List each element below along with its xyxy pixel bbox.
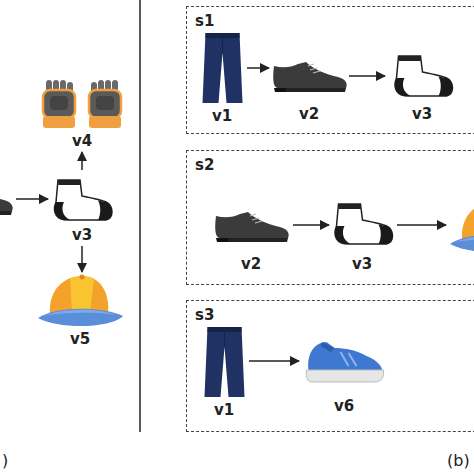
icon-area xyxy=(52,172,112,226)
icon-area xyxy=(211,195,291,255)
sock-icon xyxy=(335,204,393,244)
sequence-box: s3 v1 v6 xyxy=(186,300,474,432)
arrow-connector xyxy=(293,224,329,226)
item-label: v1 xyxy=(201,401,247,419)
arrow-connector xyxy=(349,75,385,77)
item-node: v6 xyxy=(301,321,387,415)
arrow-line xyxy=(397,224,446,226)
sequence-label: s1 xyxy=(195,12,214,30)
sock-icon xyxy=(55,180,113,220)
shoe-icon xyxy=(273,62,347,92)
item-node: v3 xyxy=(387,47,457,123)
panel-label: ) xyxy=(2,452,8,470)
item-node: v3 xyxy=(52,172,112,244)
cap-icon xyxy=(38,275,123,327)
item-node: v1 xyxy=(199,29,245,125)
icon-area xyxy=(301,321,387,397)
item-node: v4 xyxy=(40,78,124,150)
arrow-connector xyxy=(81,246,83,272)
item-node: v3 xyxy=(331,195,393,273)
item-label: v1 xyxy=(199,107,245,125)
icon-area xyxy=(201,321,247,401)
item-label: v2 xyxy=(271,105,347,123)
icon-area xyxy=(387,47,457,105)
shoe-icon xyxy=(215,212,289,242)
sequence-label: s3 xyxy=(195,306,214,324)
sneaker-icon xyxy=(306,342,383,382)
icon-area xyxy=(331,195,393,255)
cap-icon xyxy=(450,201,474,253)
sock-icon xyxy=(395,56,453,96)
pants-icon xyxy=(203,33,243,103)
item-label: v2 xyxy=(211,255,291,273)
item-label: v4 xyxy=(40,132,124,150)
icon-area xyxy=(36,274,124,330)
item-node: v2 xyxy=(271,47,347,123)
arrow-connector xyxy=(81,152,83,170)
item-label: v3 xyxy=(387,105,457,123)
item-node: v5 xyxy=(36,274,124,348)
arrow-connector xyxy=(247,67,269,69)
item-label: v3 xyxy=(331,255,393,273)
icon-area xyxy=(40,78,124,132)
item-label: v6 xyxy=(301,397,387,415)
icon-area xyxy=(271,47,347,105)
panel-label: (b) xyxy=(447,452,470,470)
icon-area xyxy=(199,29,245,107)
item-node: v1 xyxy=(201,321,247,419)
item-label: v5 xyxy=(36,330,124,348)
gloves-icon xyxy=(43,80,121,128)
arrow-line xyxy=(16,198,48,200)
sequence-label: s2 xyxy=(195,156,214,174)
item-label: v3 xyxy=(52,226,112,244)
item-node: v2 xyxy=(211,195,291,273)
panel-divider xyxy=(139,0,141,432)
sequence-box: s1 v1 v2 v3 xyxy=(186,6,474,134)
shoe-icon xyxy=(0,185,13,215)
pants-icon xyxy=(205,327,245,397)
sequence-box: s2 v2 v3 xyxy=(186,150,474,285)
arrow-connector xyxy=(249,360,299,362)
